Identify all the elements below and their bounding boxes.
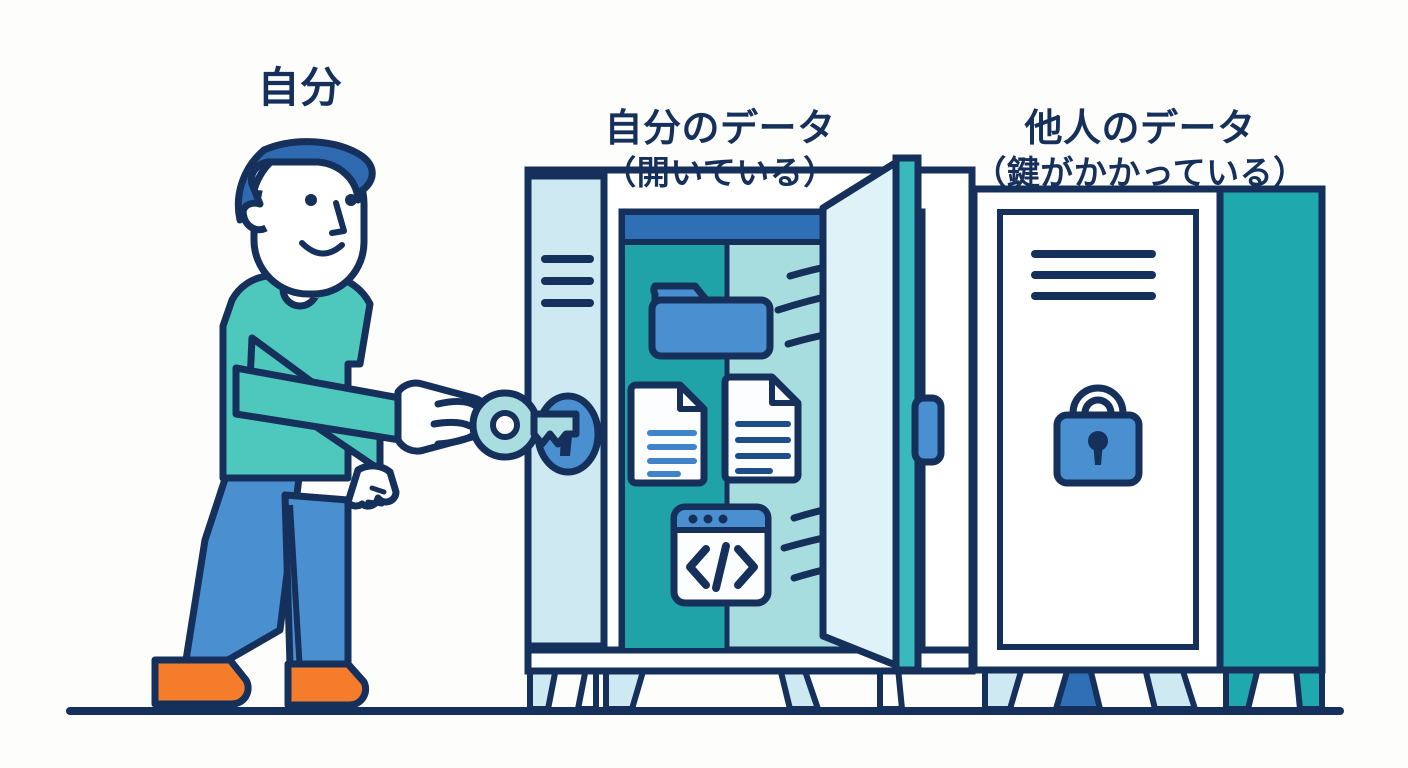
window-dot bbox=[703, 514, 713, 524]
vent-lines-icon bbox=[1031, 250, 1156, 300]
folder-icon bbox=[648, 282, 774, 360]
label-own-data-sub: （開いている） bbox=[603, 153, 837, 191]
vent-lines-icon bbox=[541, 255, 594, 307]
open-locker-door[interactable] bbox=[819, 154, 945, 674]
label-others-data-sub: （鍵がかかっている） bbox=[973, 153, 1307, 191]
person-fingers bbox=[430, 397, 480, 448]
document-icon bbox=[721, 373, 802, 484]
person-figure-icon bbox=[151, 138, 493, 709]
door-handle-icon[interactable] bbox=[911, 394, 945, 466]
person-eye bbox=[345, 194, 357, 206]
person-shoe-front bbox=[284, 660, 370, 709]
label-others-data-main: 他人のデータ bbox=[1024, 108, 1256, 151]
window-dot bbox=[718, 514, 728, 524]
document-icon bbox=[627, 381, 708, 487]
label-self: 自分 bbox=[257, 64, 343, 111]
label-own-data: 自分のデータ （開いている） bbox=[540, 60, 900, 239]
person-nose bbox=[329, 200, 347, 236]
code-window-icon bbox=[670, 503, 772, 607]
locked-locker-legs bbox=[982, 665, 1325, 712]
person-hair bbox=[234, 138, 376, 224]
person-eye bbox=[305, 194, 317, 206]
person-mouth bbox=[299, 240, 345, 257]
locked-locker bbox=[970, 185, 1326, 712]
key-icon[interactable] bbox=[469, 389, 580, 461]
open-locker bbox=[524, 154, 976, 712]
padlock-icon bbox=[1053, 384, 1143, 487]
label-others-data: 他人のデータ （鍵がかかっている） bbox=[935, 60, 1345, 239]
person-shoe-back bbox=[151, 656, 252, 708]
label-own-data-main: 自分のデータ bbox=[604, 108, 836, 151]
window-dot bbox=[688, 514, 698, 524]
locked-locker-side-panel bbox=[1212, 185, 1326, 674]
